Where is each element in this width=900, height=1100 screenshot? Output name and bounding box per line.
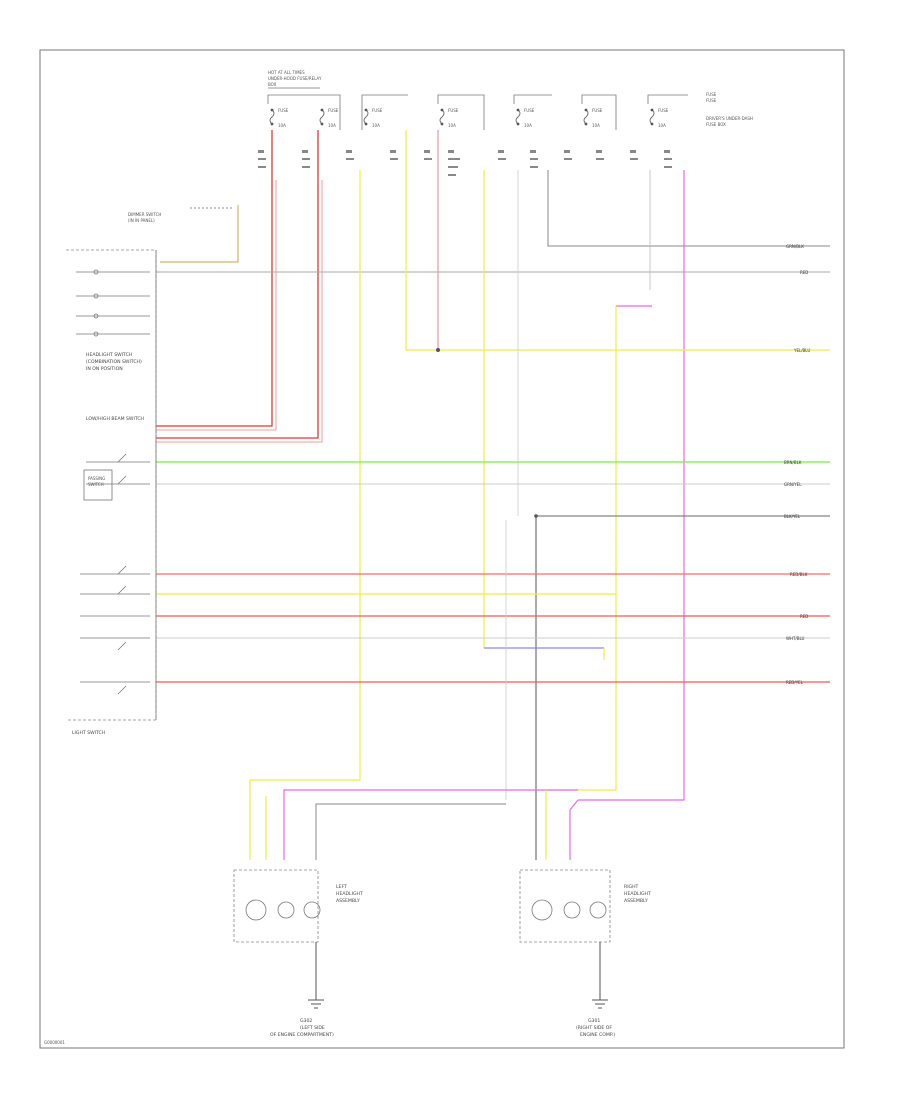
svg-text:G301: G301: [588, 1018, 600, 1024]
svg-text:ASSEMBLY: ASSEMBLY: [624, 898, 648, 904]
svg-text:LOW/HIGH BEAM SWITCH: LOW/HIGH BEAM SWITCH: [86, 416, 144, 422]
fuse-3: FUSE 10A: [363, 108, 383, 128]
svg-text:ENGINE COMP.): ENGINE COMP.): [580, 1032, 615, 1038]
footer-code: G0000001: [44, 1040, 65, 1045]
right-fuse-label-4: FUSE BOX: [706, 122, 726, 127]
yellow-wire-right: [546, 306, 617, 791]
svg-text:YEL/BLU: YEL/BLU: [793, 348, 810, 353]
svg-text:WHT/BLU: WHT/BLU: [786, 636, 805, 641]
fuse-2: FUSE 10A: [319, 108, 339, 128]
svg-text:FUSE: FUSE: [328, 108, 339, 113]
right-fuse-label: FUSE: [706, 92, 717, 97]
svg-text:PASSING: PASSING: [88, 476, 105, 481]
svg-text:BRN/BLK: BRN/BLK: [784, 460, 802, 465]
pink-right-lamp: [569, 799, 579, 860]
svg-text:FUSE: FUSE: [372, 108, 383, 113]
fuse-4: FUSE 10A: [439, 108, 459, 128]
left-headlight-assembly: LEFT HEADLIGHT ASSEMBLY G302 (LEFT SIDE …: [233, 869, 363, 1038]
ground-symbol-right: [592, 960, 608, 1009]
fuse-7: FUSE 10A: [649, 108, 669, 128]
fuse-box-title: HOT AT ALL TIMES: [268, 70, 305, 75]
fuse-5: FUSE 10A: [515, 108, 535, 128]
svg-text:RED: RED: [800, 614, 808, 619]
svg-text:OF ENGINE COMPARTMENT): OF ENGINE COMPARTMENT): [270, 1032, 334, 1038]
splice-yellow: [436, 348, 440, 352]
svg-text:10A: 10A: [372, 123, 380, 128]
svg-text:FUSE: FUSE: [524, 108, 535, 113]
wire-code-marks: [258, 150, 672, 176]
svg-text:HEADLIGHT: HEADLIGHT: [336, 891, 363, 897]
svg-text:10A: 10A: [328, 123, 336, 128]
fuse-1: FUSE 10A: [269, 108, 289, 128]
svg-text:10A: 10A: [592, 123, 600, 128]
svg-text:10A: 10A: [278, 123, 286, 128]
svg-text:RIGHT: RIGHT: [624, 884, 639, 890]
fuse-box-title-2: UNDER-HOOD FUSE/RELAY: [268, 76, 322, 81]
splice-gray: [534, 514, 538, 518]
diagram-border: [39, 49, 845, 1049]
svg-text:LEFT: LEFT: [336, 884, 347, 890]
gray-wire-left-lamp: [315, 803, 506, 860]
fuses: FUSE 10A FUSE 10A FUSE 10A FUSE 10A FUSE…: [269, 108, 669, 128]
svg-text:FUSE: FUSE: [592, 108, 603, 113]
svg-text:10A: 10A: [658, 123, 666, 128]
right-fuse-label-2: FUSE: [706, 98, 717, 103]
ground-symbol-left: [308, 960, 324, 1009]
svg-text:RED: RED: [800, 270, 808, 275]
svg-text:(RIGHT SIDE OF: (RIGHT SIDE OF: [576, 1025, 612, 1031]
dimmer-wire: [160, 205, 239, 263]
svg-text:IN ON POSITION: IN ON POSITION: [86, 366, 123, 372]
red-wire-shadow: [156, 180, 323, 443]
svg-text:10A: 10A: [524, 123, 532, 128]
dimmer-label: DIMMER SWITCH: [128, 212, 161, 217]
svg-text:10A: 10A: [448, 123, 456, 128]
fuse-box-title-3: BOX: [268, 82, 277, 87]
pink-wire-left-lamp: [283, 789, 578, 860]
red-wires-upper: [156, 130, 319, 439]
svg-text:RED/BLK: RED/BLK: [790, 572, 808, 577]
svg-text:SWITCH: SWITCH: [88, 482, 104, 487]
svg-text:RED/YEL: RED/YEL: [786, 680, 804, 685]
svg-text:ASSEMBLY: ASSEMBLY: [336, 898, 360, 904]
svg-text:GRN/BLK: GRN/BLK: [786, 244, 804, 249]
pink-wire: [578, 170, 685, 801]
right-headlight-assembly: RIGHT HEADLIGHT ASSEMBLY G301 (RIGHT SID…: [519, 869, 651, 1038]
svg-text:(LEFT SIDE: (LEFT SIDE: [300, 1025, 325, 1031]
fuse-6: FUSE 10A: [583, 108, 603, 128]
svg-text:HEADLIGHT SWITCH: HEADLIGHT SWITCH: [86, 352, 132, 358]
fuse-block-group: [267, 94, 688, 130]
svg-text:LIGHT SWITCH: LIGHT SWITCH: [72, 730, 105, 736]
yellow-wire-vertical: [249, 170, 361, 860]
yellow-wire-horizontal: [405, 130, 830, 351]
svg-text:FUSE: FUSE: [658, 108, 669, 113]
svg-text:G302: G302: [300, 1018, 312, 1024]
svg-text:(COMBINATION SWITCH): (COMBINATION SWITCH): [86, 359, 142, 365]
light-switch: HEADLIGHT SWITCH (COMBINATION SWITCH) IN…: [66, 249, 157, 736]
svg-text:FUSE: FUSE: [278, 108, 289, 113]
right-fuse-label-3: DRIVER'S UNDER-DASH: [706, 116, 753, 121]
svg-text:FUSE: FUSE: [448, 108, 459, 113]
svg-text:GRN/YEL: GRN/YEL: [784, 482, 802, 487]
gray-wire-fuse5: [547, 170, 830, 247]
svg-text:BLK/YEL: BLK/YEL: [784, 514, 801, 519]
right-wire-labels: GRN/BLK RED YEL/BLU BRN/BLK GRN/YEL BLK/…: [784, 244, 810, 685]
svg-text:HEADLIGHT: HEADLIGHT: [624, 891, 651, 897]
dimmer-label-2: (IN IN PANEL): [128, 218, 155, 223]
